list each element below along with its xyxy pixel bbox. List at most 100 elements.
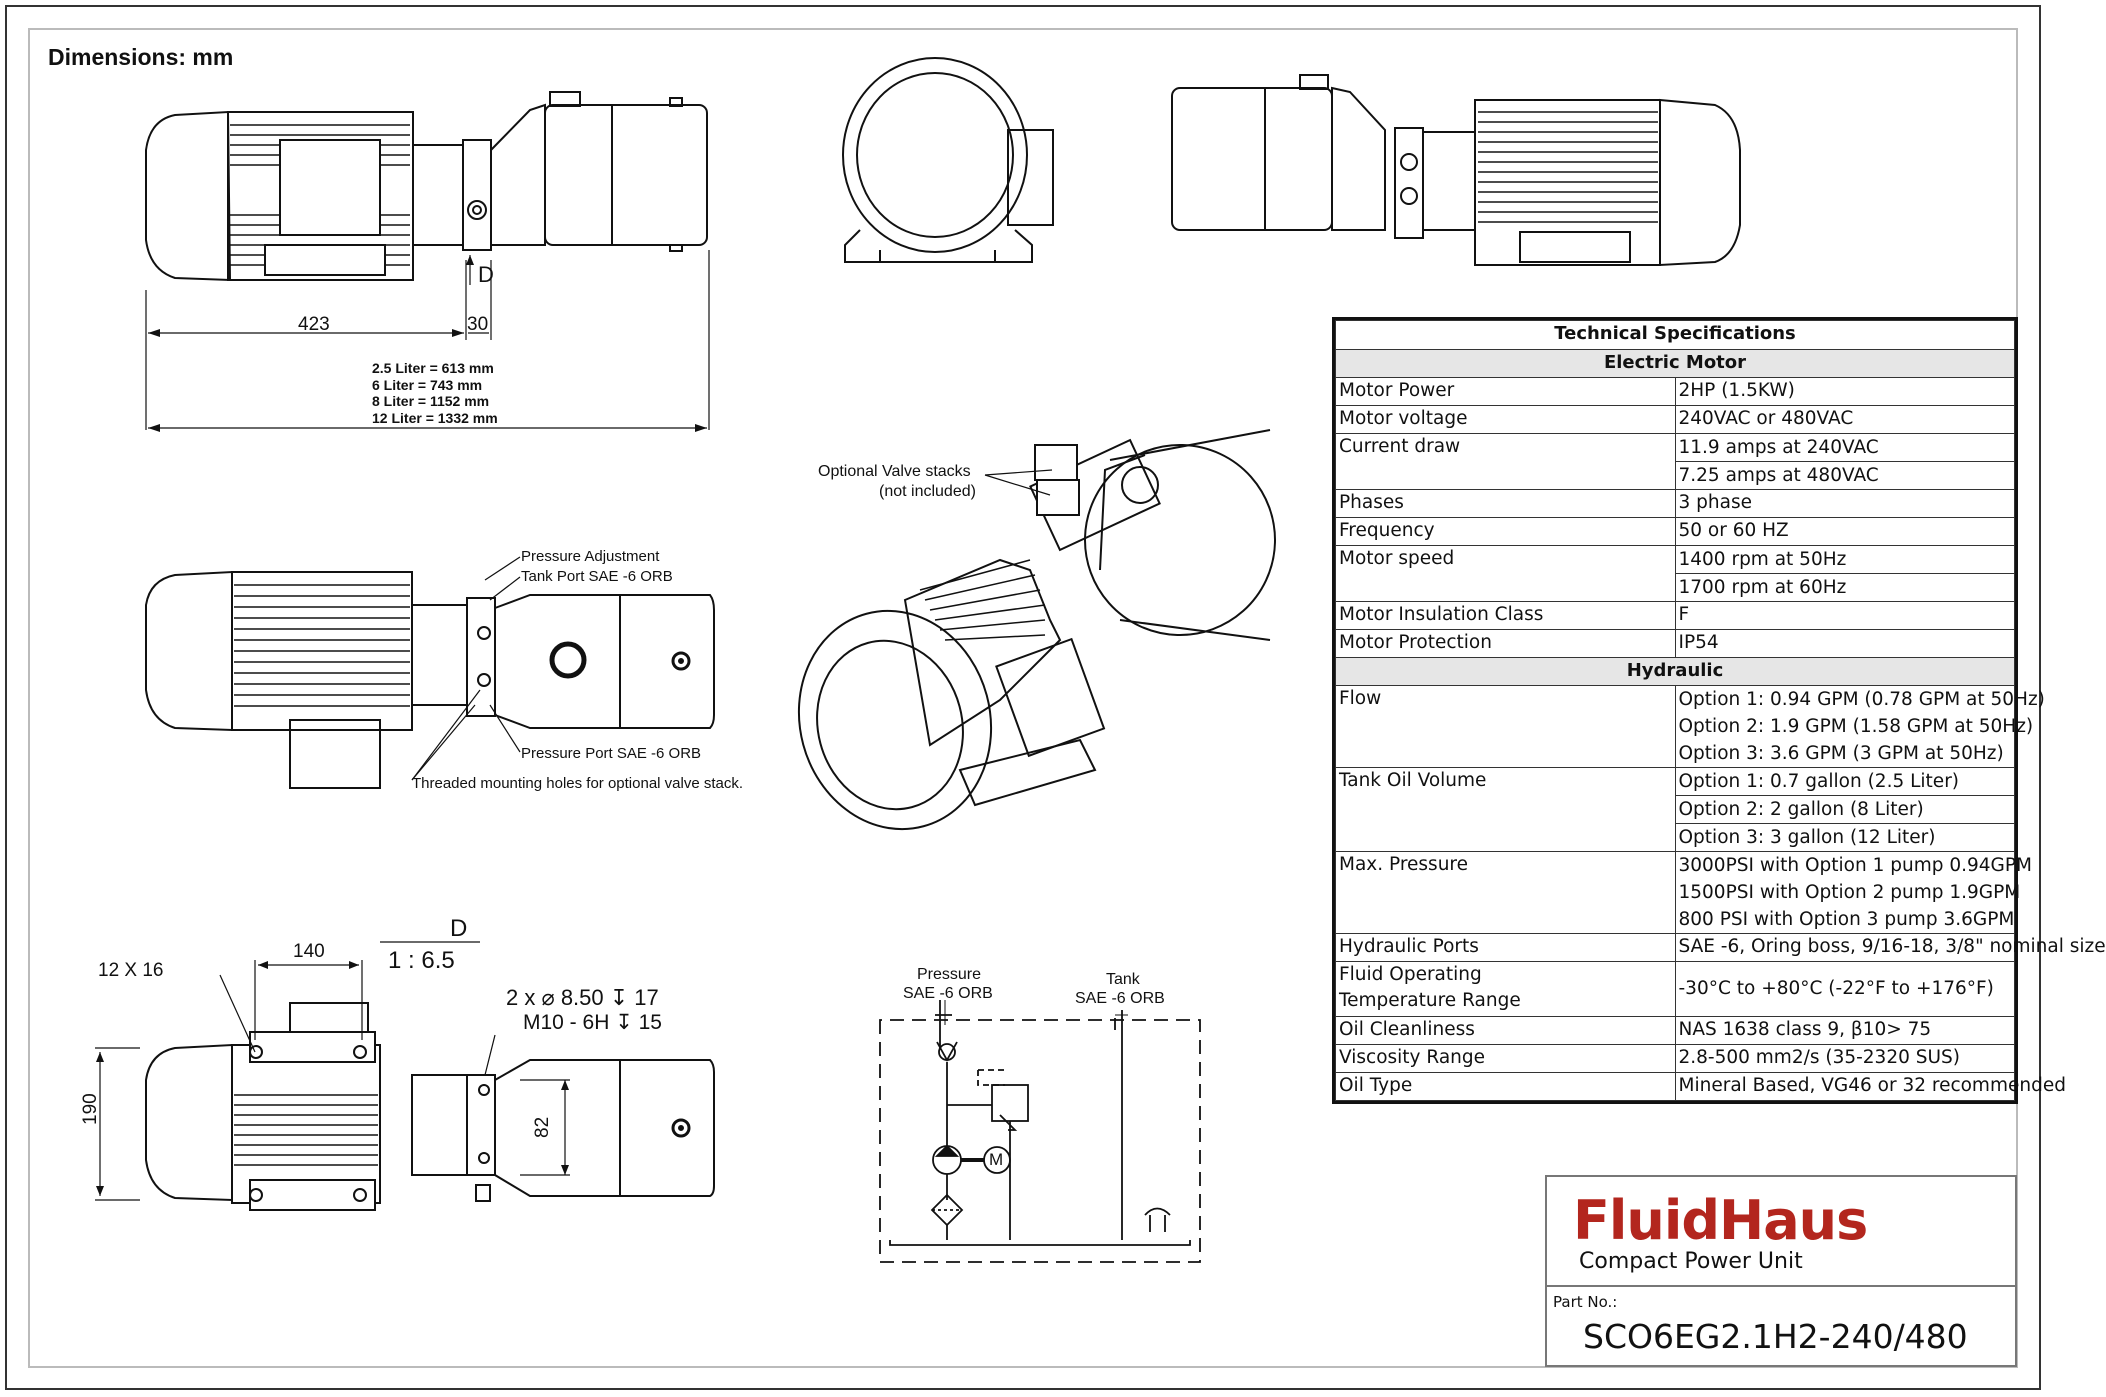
spec-value: F [1674, 601, 2015, 630]
spec-value: Option 1: 0.7 gallon (2.5 Liter)Option 2… [1674, 767, 2015, 852]
spec-key: Viscosity Range [1335, 1044, 1676, 1073]
spec-key: Oil Cleanliness [1335, 1016, 1676, 1045]
dimensions-title: Dimensions: mm [48, 44, 234, 70]
spec-title: Technical Specifications [1335, 320, 2015, 350]
spec-value-line: Option 3: 3 gallon (12 Liter) [1678, 827, 1936, 848]
spec-value: SAE -6, Oring boss, 9/16-18, 3/8" nomina… [1674, 933, 2106, 962]
dim-mount-holes: 12 X 16 [98, 960, 164, 981]
part-number: SCO6EG2.1H2-240/480 [1583, 1317, 1968, 1356]
spec-key: Motor voltage [1335, 405, 1676, 434]
liter-line: 2.5 Liter = 613 mm [372, 360, 494, 376]
spec-value-line: 1700 rpm at 60Hz [1678, 577, 1847, 598]
liter-line: 6 Liter = 743 mm [372, 376, 483, 393]
spec-value-line: Option 1: 0.7 gallon (2.5 Liter) [1675, 768, 2014, 796]
dim-mount-spacing: 140 [293, 941, 325, 962]
spec-value: 50 or 60 HZ [1674, 517, 2015, 546]
spec-value: 240VAC or 480VAC [1674, 405, 2015, 434]
liter-line: 12 Liter = 1332 mm [372, 409, 498, 426]
spec-value-line: Option 1: 0.94 GPM (0.78 GPM at 50Hz) [1678, 689, 2045, 710]
spec-value-line: 1400 rpm at 50Hz [1675, 546, 2014, 574]
spec-value: 11.9 amps at 240VAC 7.25 amps at 480VAC [1674, 433, 2015, 490]
spec-section-motor: Electric Motor [1335, 349, 2015, 378]
spec-section-hydraulic: Hydraulic [1335, 657, 2015, 686]
outer-border [5, 5, 2041, 1390]
spec-key: Flow [1335, 685, 1676, 768]
spec-value: -30°C to +80°C (-22°F to +176°F) [1674, 961, 2015, 1017]
schematic-tank-port: SAE -6 ORB [1075, 990, 1165, 1007]
spec-key: Current draw [1335, 433, 1676, 490]
schematic-pressure-port: SAE -6 ORB [903, 985, 993, 1002]
spec-value-line: 3000PSI with Option 1 pump 0.94GPM [1678, 855, 2032, 876]
dim-adapter-length: 30 [467, 314, 489, 335]
schematic-pressure-label: Pressure [917, 966, 982, 983]
side-view-middle-left [145, 556, 715, 789]
spec-value: NAS 1638 class 9, β10> 75 [1674, 1016, 2015, 1045]
isometric-view [797, 429, 1276, 831]
spec-key: Motor Insulation Class [1335, 601, 1676, 630]
spec-value-line: Option 2: 1.9 GPM (1.58 GPM at 50Hz) [1678, 716, 2034, 737]
spec-key: Oil Type [1335, 1072, 1676, 1101]
spec-key: Phases [1335, 489, 1676, 518]
spec-key: Motor Power [1335, 377, 1676, 406]
title-block-header: FluidHaus Compact Power Unit [1547, 1177, 2015, 1287]
spec-value-line: Option 2: 2 gallon (8 Liter) [1675, 796, 2014, 824]
spec-key-line: Temperature Range [1339, 990, 1521, 1011]
dim-height: 190 [80, 1093, 101, 1125]
technical-drawings [95, 57, 1741, 1263]
spec-key-line: Fluid Operating [1339, 964, 1482, 985]
spec-value: 1400 rpm at 50Hz 1700 rpm at 60Hz [1674, 545, 2015, 602]
spec-key: Motor speed [1335, 545, 1676, 602]
title-block: FluidHaus Compact Power Unit Part No.: S… [1545, 1175, 2017, 1367]
spec-value-line: 7.25 amps at 480VAC [1678, 465, 1879, 486]
spec-value: Option 1: 0.94 GPM (0.78 GPM at 50Hz) Opt… [1674, 685, 2045, 768]
callout-valve-stacks: Optional Valve stacks [818, 463, 971, 480]
spec-key: Max. Pressure [1335, 851, 1676, 934]
product-subtitle: Compact Power Unit [1579, 1249, 1803, 1274]
section-label: D [450, 915, 468, 942]
dim-motor-length: 423 [298, 314, 330, 335]
section-marker: D [478, 262, 494, 287]
spec-value: 2HP (1.5KW) [1674, 377, 2015, 406]
callout-pressure-adjustment: Pressure Adjustment [521, 548, 660, 565]
part-number-label: Part No.: [1553, 1293, 1618, 1311]
spec-row: Current draw 11.9 amps at 240VAC 7.25 am… [1335, 433, 2015, 490]
section-scale: 1 : 6.5 [388, 947, 455, 974]
spec-value-line: 1500PSI with Option 2 pump 1.9GPM [1678, 882, 2021, 903]
callout-not-included: (not included) [879, 483, 976, 500]
spec-row: Max. Pressure 3000PSI with Option 1 pump… [1335, 851, 2032, 934]
spec-value-line: Option 3: 3.6 GPM (3 GPM at 50Hz) [1678, 743, 2004, 764]
spec-value: IP54 [1674, 629, 2015, 658]
liter-line: 8 Liter = 1152 mm [372, 393, 490, 409]
spec-key: Tank Oil Volume [1335, 767, 1676, 852]
spec-value: 3000PSI with Option 1 pump 0.94GPM 1500PS… [1674, 851, 2032, 934]
spec-table: Technical Specifications Electric Motor … [1332, 317, 2106, 1104]
thread-spec: M10 - 6H ↧ 15 [523, 1011, 662, 1034]
callout-threaded-holes: Threaded mounting holes for optional val… [412, 775, 744, 792]
spec-value: 2.8-500 mm2/s (35-2320 SUS) [1674, 1044, 2015, 1073]
spec-key: Motor Protection [1335, 629, 1676, 658]
callout-tank-port: Tank Port SAE -6 ORB [521, 568, 673, 585]
spec-key: Hydraulic Ports [1335, 933, 1676, 962]
brand-logo: FluidHaus [1573, 1189, 1868, 1252]
hole-spec: 2 x ⌀ 8.50 ↧ 17 [506, 985, 659, 1010]
spec-value-line: 800 PSI with Option 3 pump 3.6GPM [1678, 909, 2015, 930]
dim-port-offset: 82 [532, 1116, 553, 1138]
spec-value: Mineral Based, VG46 or 32 recommended [1674, 1072, 2066, 1101]
end-view [842, 57, 1054, 263]
spec-row: Motor speed 1400 rpm at 50Hz 1700 rpm at … [1335, 545, 2015, 602]
spec-value: 3 phase [1674, 489, 2015, 518]
motor-symbol: M [989, 1150, 1004, 1169]
schematic-tank-label: Tank [1106, 971, 1140, 988]
side-view-bottom-left [95, 941, 715, 1211]
